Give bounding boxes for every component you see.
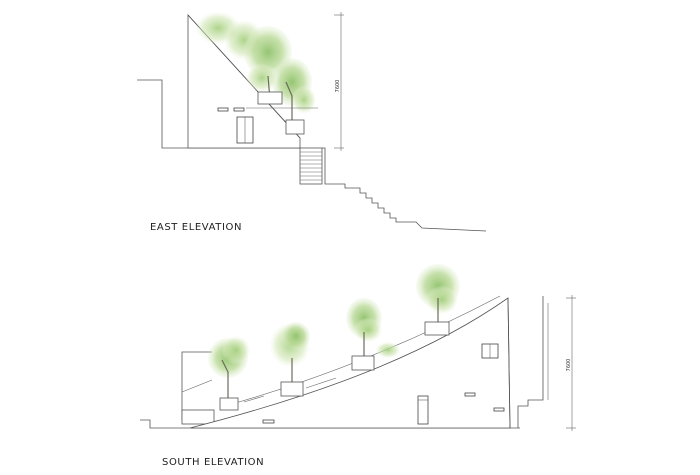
south-building-right-edge bbox=[507, 297, 511, 429]
south-planter bbox=[280, 381, 304, 397]
south-tree-trunk bbox=[221, 359, 229, 404]
south-small-window bbox=[262, 419, 275, 424]
east-trees bbox=[196, 12, 316, 120]
south-door bbox=[417, 395, 429, 425]
south-roof-railing bbox=[231, 295, 501, 405]
south-right-wall bbox=[517, 296, 544, 428]
south-small-window bbox=[464, 392, 476, 397]
east-stepped-ground bbox=[322, 147, 487, 232]
east-dimension bbox=[334, 12, 344, 151]
east-elevation-title: EAST ELEVATION bbox=[150, 222, 243, 233]
south-tree-foliage bbox=[354, 318, 382, 342]
south-tree-foliage bbox=[282, 322, 310, 350]
south-dimension bbox=[566, 295, 576, 431]
east-elevation: 7600 bbox=[137, 12, 487, 232]
south-dimension-label: 7600 bbox=[566, 359, 572, 372]
east-tree-trunk bbox=[285, 81, 293, 120]
south-planter bbox=[219, 397, 239, 411]
south-small-window bbox=[493, 407, 505, 412]
south-roof-bench bbox=[243, 395, 265, 403]
east-stair bbox=[299, 147, 323, 185]
south-shrub bbox=[376, 342, 400, 358]
south-annex-roof bbox=[181, 379, 213, 393]
east-planter bbox=[285, 119, 305, 135]
south-roof-bench bbox=[305, 377, 337, 389]
south-elevation: 7600 bbox=[140, 264, 576, 431]
south-tree-foliage bbox=[426, 286, 458, 314]
east-tree-foliage bbox=[246, 64, 278, 92]
east-tree-foliage bbox=[292, 86, 316, 114]
east-planter bbox=[257, 91, 283, 105]
south-planter bbox=[351, 355, 375, 371]
south-left-annex bbox=[181, 351, 212, 420]
south-trees bbox=[208, 264, 460, 411]
east-dimension-label: 7600 bbox=[335, 80, 341, 93]
south-tree-foliage bbox=[222, 336, 250, 364]
south-elevation-title: SOUTH ELEVATION bbox=[162, 457, 265, 468]
east-small-window bbox=[233, 107, 245, 112]
south-annex-base bbox=[181, 409, 215, 425]
south-building-wall bbox=[189, 297, 511, 429]
south-planter bbox=[424, 321, 450, 336]
east-small-window bbox=[217, 107, 229, 112]
